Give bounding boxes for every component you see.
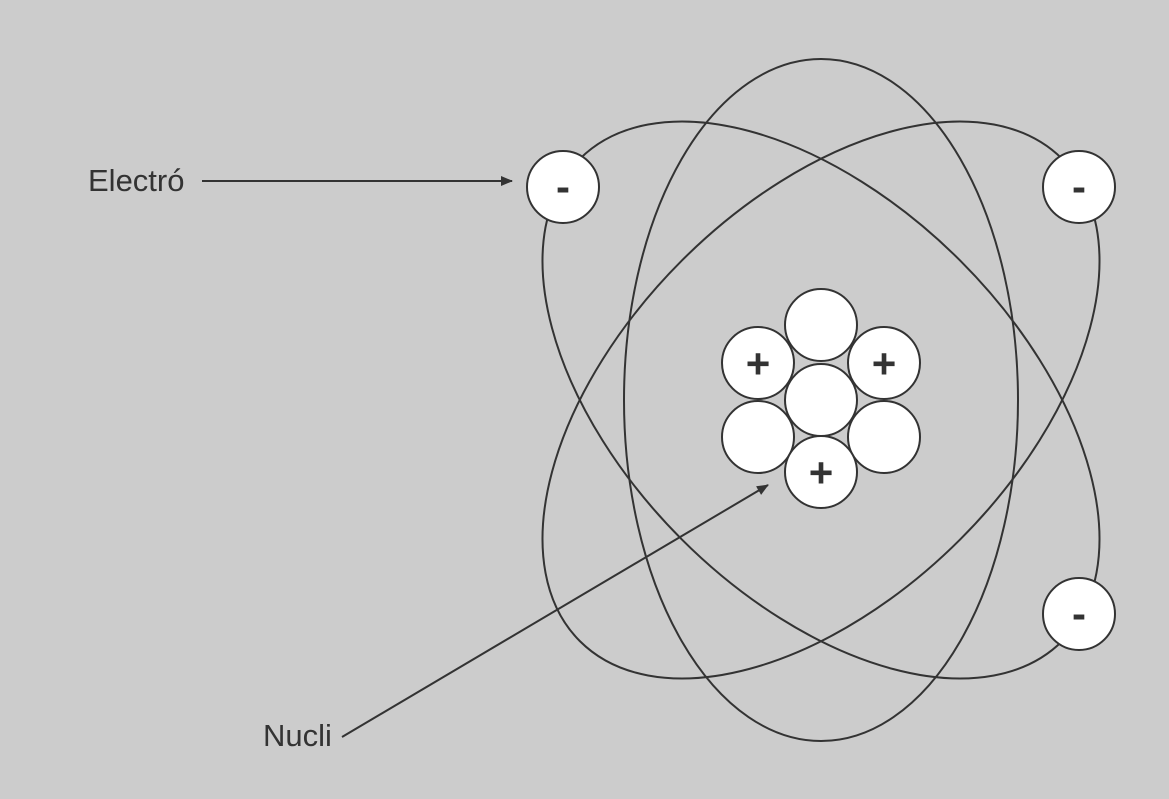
proton: + (784, 435, 858, 509)
nucleus-pointer-arrow (341, 484, 769, 738)
neutron (847, 400, 921, 474)
electron: - (1042, 577, 1116, 651)
proton: + (721, 326, 795, 400)
electron: - (526, 150, 600, 224)
minus-sign: - (556, 163, 570, 210)
neutron (721, 400, 795, 474)
minus-sign: - (1072, 590, 1086, 637)
orbit-vertical (623, 58, 1019, 742)
neutron (784, 288, 858, 362)
proton: + (847, 326, 921, 400)
nucleus: + + + (721, 288, 921, 509)
nucleus-label: Nucli (263, 718, 332, 753)
minus-sign: - (1072, 163, 1086, 210)
plus-sign: + (809, 449, 834, 496)
electron-label: Electró (88, 163, 184, 198)
electron: - (1042, 150, 1116, 224)
neutron (784, 363, 858, 437)
plus-sign: + (746, 340, 771, 387)
plus-sign: + (872, 340, 897, 387)
